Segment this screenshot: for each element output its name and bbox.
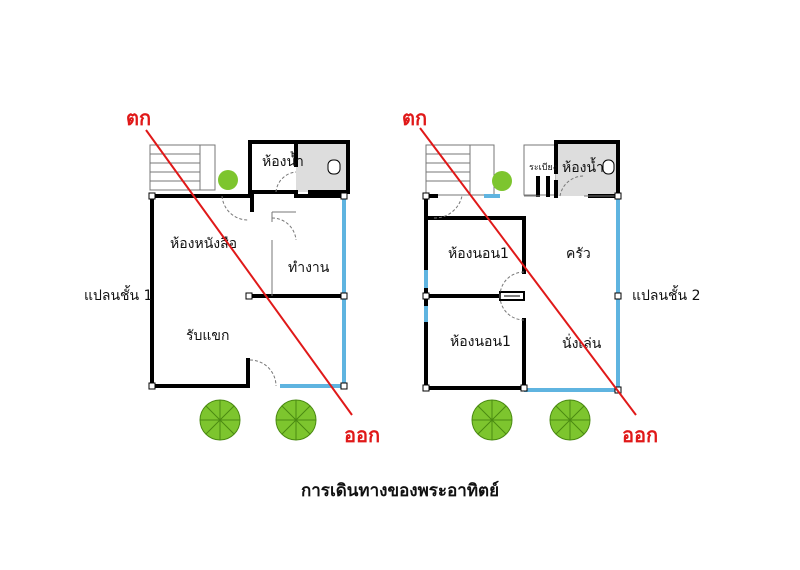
room-label-library: ห้องหนังสือ — [170, 236, 237, 252]
potted-plant — [492, 171, 512, 191]
west-label-2: ตก — [402, 106, 427, 130]
tree-icon — [549, 399, 591, 441]
room-label-kitchen: ครัว — [566, 246, 591, 262]
diagram-title: การเดินทางของพระอาทิตย์ — [301, 480, 499, 501]
potted-plant — [218, 170, 238, 190]
west-label-1: ตก — [126, 106, 151, 130]
room-label-bedroom-top: ห้องนอน1 — [448, 246, 509, 262]
floor-label-2: แปลนชั้น 2 — [632, 285, 701, 304]
plan-first-floor: ห้องน้ำ ห้องหนังสือ ทำงาน รับแขก แปลนชั้… — [84, 106, 380, 447]
floor-label-1: แปลนชั้น 1 — [84, 285, 153, 304]
toilet-icon — [327, 159, 341, 175]
room-label-work: ทำงาน — [288, 260, 330, 276]
staircase — [149, 144, 216, 191]
room-label-bathroom-2: ห้องน้ำ — [562, 157, 604, 176]
tree-icon — [199, 399, 241, 441]
east-label-2: ออก — [622, 423, 658, 447]
east-label-1: ออก — [344, 423, 380, 447]
sun-path-line-1 — [145, 129, 353, 416]
room-label-bathroom-1: ห้องน้ำ — [262, 151, 304, 170]
room-label-balcony: ระเบียง — [529, 162, 557, 173]
bathroom-box — [248, 140, 350, 194]
sun-path-line-2 — [419, 127, 637, 416]
room-label-bedroom-bottom: ห้องนอน1 — [450, 334, 511, 350]
tree-icon — [275, 399, 317, 441]
room-label-living: รับแขก — [186, 328, 229, 344]
bathroom-box — [554, 140, 620, 198]
toilet-icon — [602, 159, 615, 175]
staircase — [425, 144, 495, 196]
tree-icon — [471, 399, 513, 441]
plan-second-floor: ระเบียง ห้องน้ำ ห้องนอน1 ครัว ห้องนอน1 น… — [402, 106, 701, 447]
